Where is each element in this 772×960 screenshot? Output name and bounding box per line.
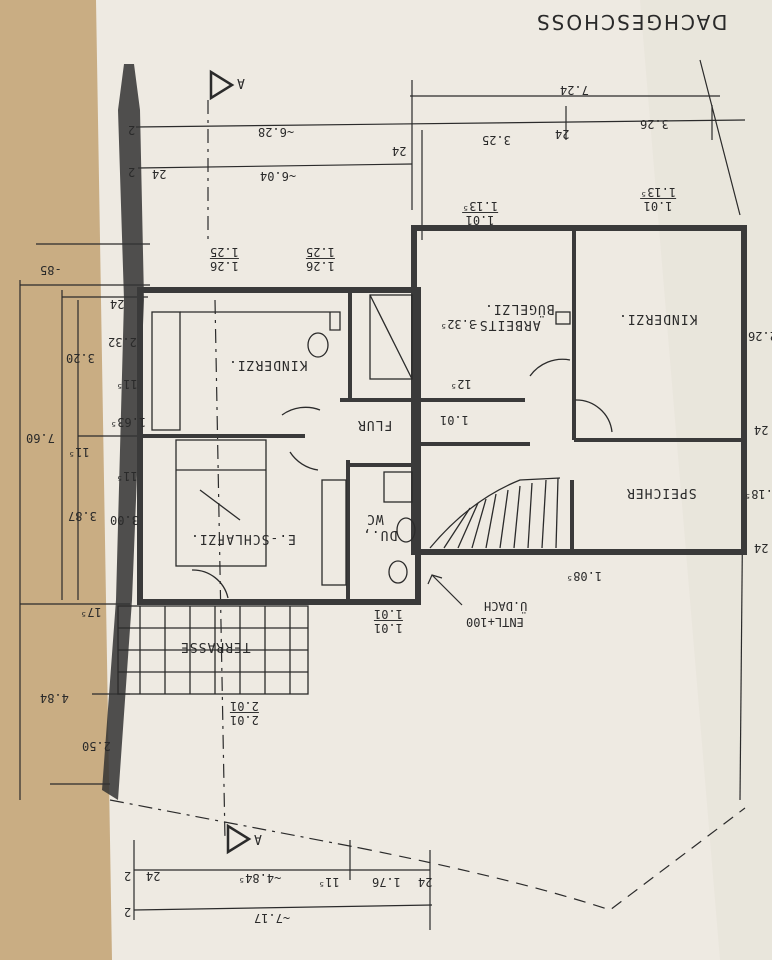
- dim-24b: 24: [555, 127, 570, 141]
- window-dim-kl1-bottom: 1.25: [210, 245, 239, 259]
- terrace-dim-top: 2.01: [230, 712, 259, 727]
- terrace-dim-bottom-val: 2.01: [230, 699, 259, 713]
- window-dim-bottom-bottom: 1.01: [374, 607, 403, 621]
- dim-left-320: 3.20: [66, 351, 95, 365]
- dim-bb-24a: 24: [418, 875, 433, 889]
- dim-bb-2b: 2: [124, 905, 132, 919]
- dim-left-300: 3.00: [110, 513, 139, 527]
- window-dim-bottom: 1.01 1.01: [374, 607, 403, 635]
- dim-326: 3.26: [640, 117, 669, 131]
- dim-24c: 24: [152, 167, 167, 181]
- plan-title: DACHGESCHOSS: [535, 10, 728, 34]
- dim-125: 12⁵: [450, 377, 472, 391]
- window-dim-kinderzi-right-bottom: 1.13⁵: [640, 185, 677, 199]
- window-dim-arbeits: 1.01 1.13⁵: [462, 199, 499, 227]
- window-dim-arbeits-bottom: 1.13⁵: [462, 199, 499, 213]
- dim-left-163: 1.63⁵: [110, 415, 147, 429]
- dim-left-115c: 11⁵: [116, 469, 138, 483]
- roof-edge-left: [102, 64, 144, 800]
- dim-724: 7.24: [560, 83, 589, 97]
- dim-24a: 24: [392, 144, 407, 158]
- window-dim-kinderzi-right: 1.01 1.13⁵: [640, 185, 677, 213]
- terrace-dim-bottom: 2.01 2.01: [230, 699, 259, 727]
- dim-bb-176: 1.76: [372, 875, 401, 889]
- dim-left-115a: 11⁵: [116, 377, 138, 391]
- room-duwc-line2: WC: [366, 511, 384, 526]
- room-arbeits-line1: ARBEITS-: [470, 317, 541, 332]
- dim-bb-4845: ~4.84⁵: [238, 871, 282, 885]
- dim-bb-717: ~7.17: [254, 911, 291, 925]
- window-dim-kl2-bottom: 1.25: [306, 245, 335, 259]
- dim-2b: 2: [128, 165, 136, 179]
- note-entl-line2: Ü.DACH: [484, 599, 528, 613]
- dim-right-24b: 24: [754, 541, 769, 555]
- room-flur: FLUR: [357, 417, 393, 432]
- window-dim-kl2-top: 1.26: [306, 258, 335, 273]
- dim-left-250: 2.50: [82, 739, 111, 753]
- window-dim-kinderzi-right-top: 1.01: [640, 198, 677, 213]
- room-kinderzi-left: KINDERZI.: [228, 357, 308, 372]
- section-line-main: [214, 299, 226, 841]
- window-dim-kl1-top: 1.26: [210, 258, 239, 273]
- room-schlafzi: E.-SCHLAFZI.: [190, 531, 296, 546]
- window-dim-arbeits-top: 1.01: [462, 212, 499, 227]
- entl-arrow: [431, 574, 463, 606]
- dim-604: ~6.04: [260, 169, 297, 183]
- room-terrasse: TERRASSE: [180, 639, 251, 654]
- dim-332: 3.32⁵: [440, 317, 477, 331]
- dim-line-628: [135, 119, 746, 128]
- dim-right-226: 2.26: [748, 329, 772, 343]
- dim-325: 3.25: [482, 133, 511, 147]
- dim-right-2185: 2.18⁵: [744, 487, 772, 501]
- dim-left-175: 17⁵: [80, 605, 102, 619]
- dim-right-24a: 24: [754, 423, 769, 437]
- dim-bb-24b: 24: [146, 869, 161, 883]
- dim-2a: 2: [128, 123, 136, 137]
- room-speicher: SPEICHER: [626, 485, 697, 500]
- dim-left-760: 7.60: [26, 431, 55, 445]
- room-duwc-line1: DU.,: [362, 527, 398, 542]
- dim-line-604: [137, 163, 413, 169]
- section-marker-bottom: [226, 823, 252, 855]
- window-dim-bottom-top: 1.01: [374, 620, 403, 635]
- dim-101-small: 1.01: [440, 413, 469, 427]
- dim-628: ~6.28: [258, 125, 295, 139]
- dim-1085: 1.08⁵: [566, 569, 603, 583]
- window-dim-kinderzi-left-1: 1.26 1.25: [210, 245, 239, 273]
- note-entl-line1: ENTL+100: [466, 615, 524, 629]
- eave-line: [109, 799, 361, 849]
- dim-left-232: 2.32: [108, 335, 137, 349]
- dim-bb-115: 11⁵: [318, 875, 340, 889]
- dim-left-115b: 11⁵: [68, 445, 90, 459]
- dim-left-484: 4.84: [40, 691, 69, 705]
- window-dim-kinderzi-left-2: 1.26 1.25: [306, 245, 335, 273]
- dim-bb-2: 2: [124, 869, 132, 883]
- section-marker-top: [209, 69, 235, 101]
- dim-left-85: -85: [40, 263, 62, 277]
- room-kinderzi-right: KINDERZI.: [618, 311, 698, 326]
- dim-left-387: 3.87: [68, 509, 97, 523]
- inner-walls: [140, 230, 744, 602]
- roof-line-top: [699, 59, 741, 216]
- dim-left-24: 24: [110, 297, 125, 311]
- section-label-a-bottom: A: [253, 831, 262, 846]
- room-arbeits-line2: BÜGELZI.: [484, 301, 555, 316]
- section-label-a-top: A: [236, 75, 245, 90]
